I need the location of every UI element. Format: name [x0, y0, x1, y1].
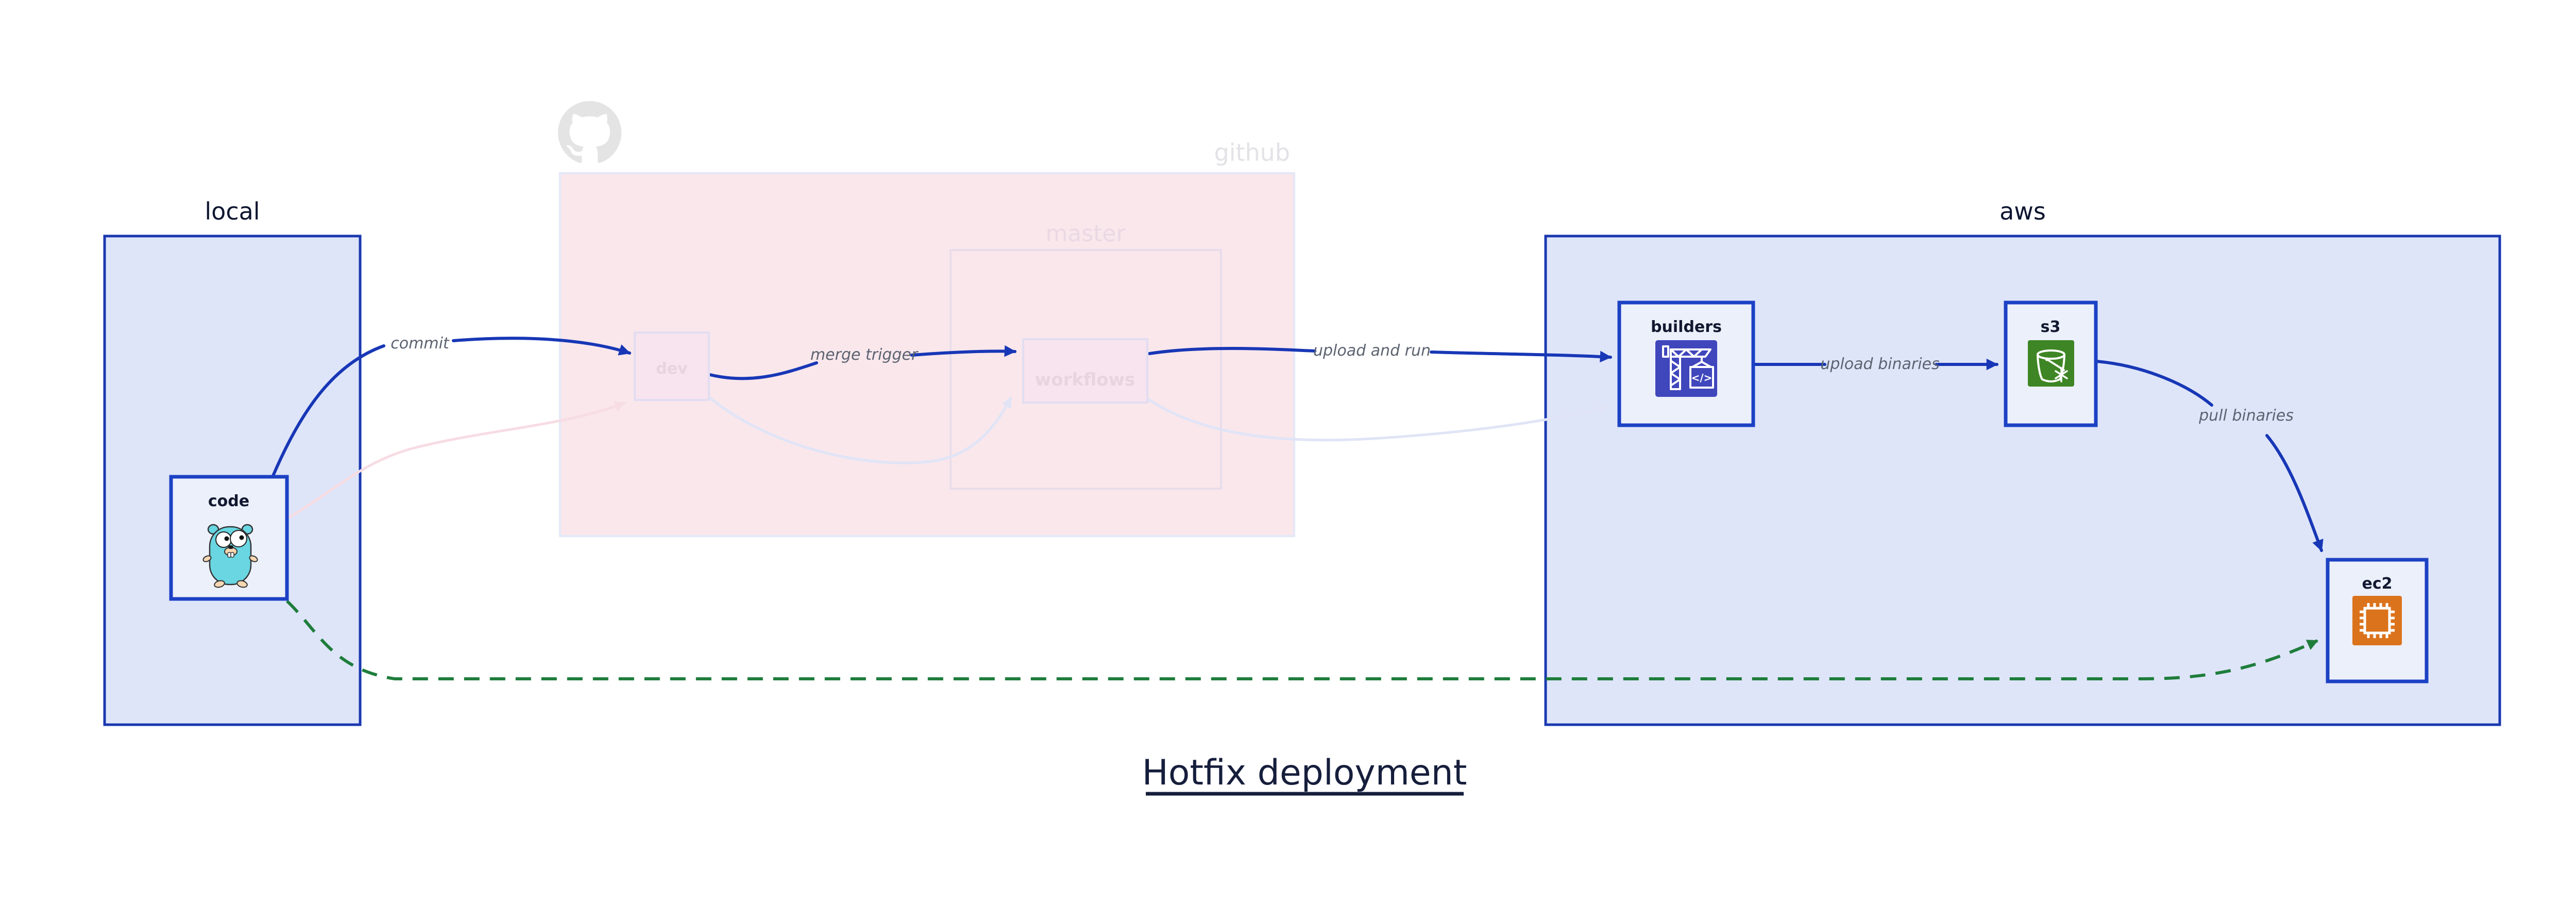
aws-group-label: aws	[1999, 197, 2046, 225]
upload-and-run-label: upload and run	[1313, 342, 1431, 360]
commit-label: commit	[391, 335, 450, 353]
codebuild-crane-icon: </>	[1655, 340, 1717, 397]
edge-commit: commit	[272, 335, 631, 477]
ec2-chip-pins	[2360, 603, 2395, 638]
faded-upload-line	[1147, 398, 1610, 442]
node-dev: dev	[634, 331, 710, 401]
local-group-label: local	[205, 197, 260, 225]
github-group-label: github	[1214, 139, 1290, 166]
edge-upload-binaries: upload binaries	[1753, 355, 1998, 373]
edge-upload-and-run: upload and run	[1148, 342, 1612, 363]
node-ec2: ec2	[2326, 558, 2429, 683]
ec2-chip-icon	[2352, 596, 2402, 645]
dev-node-label: dev	[656, 360, 688, 378]
faded-commit-line	[288, 401, 626, 519]
s3-snowflake-glyph	[2055, 367, 2068, 382]
diagram-title: Hotfix deployment	[1142, 753, 1467, 793]
github-octocat-icon	[558, 101, 622, 163]
workflows-node-box	[1022, 338, 1148, 404]
upload-and-run-line-b	[1430, 350, 1612, 363]
workflows-node-label: workflows	[1035, 370, 1135, 390]
hotfix-dashed-line	[285, 599, 2318, 680]
upload-and-run-line-a	[1148, 347, 1316, 355]
pull-binaries-line-b	[2265, 434, 2324, 552]
diagram-title-group: Hotfix deployment	[1142, 753, 1467, 796]
s3-node-label: s3	[2041, 318, 2061, 336]
edge-pull-binaries: pull binaries	[2095, 360, 2324, 552]
faded-merge-line	[708, 396, 1012, 464]
merge-trigger-line-b	[910, 345, 1016, 357]
ec2-node-label: ec2	[2362, 575, 2392, 593]
pull-binaries-line-a	[2095, 360, 2213, 407]
builders-node-label: builders	[1651, 318, 1722, 336]
edge-hotfix-dashed	[285, 599, 2318, 680]
edge-faded-dev-to-workflows	[708, 396, 1012, 464]
group-local: local	[103, 197, 362, 726]
builders-icon-glyph: </>	[1691, 372, 1713, 384]
s3-bucket-icon	[2028, 340, 2074, 387]
code-node-label: code	[208, 492, 249, 510]
commit-line-b	[452, 337, 631, 356]
node-code: code	[169, 475, 289, 601]
edge-merge-trigger: merge trigger	[708, 345, 1016, 380]
go-gopher-icon	[202, 524, 258, 588]
dev-node-box	[634, 331, 710, 401]
pull-binaries-label: pull binaries	[2198, 407, 2294, 425]
group-github: github master	[558, 101, 1295, 537]
merge-trigger-label: merge trigger	[810, 346, 919, 364]
edge-faded-code-to-dev	[288, 401, 626, 519]
node-builders: builders </>	[1617, 300, 1755, 427]
master-group-label: master	[1045, 221, 1126, 247]
commit-line-a	[272, 344, 385, 477]
edge-faded-workflows-to-builders	[1147, 398, 1610, 442]
group-master: master	[950, 221, 1222, 490]
upload-binaries-label: upload binaries	[1820, 355, 1939, 373]
merge-trigger-line-a	[708, 361, 818, 380]
node-s3: s3	[2004, 300, 2098, 427]
node-workflows: workflows	[1022, 338, 1148, 404]
master-group-box	[950, 249, 1222, 490]
